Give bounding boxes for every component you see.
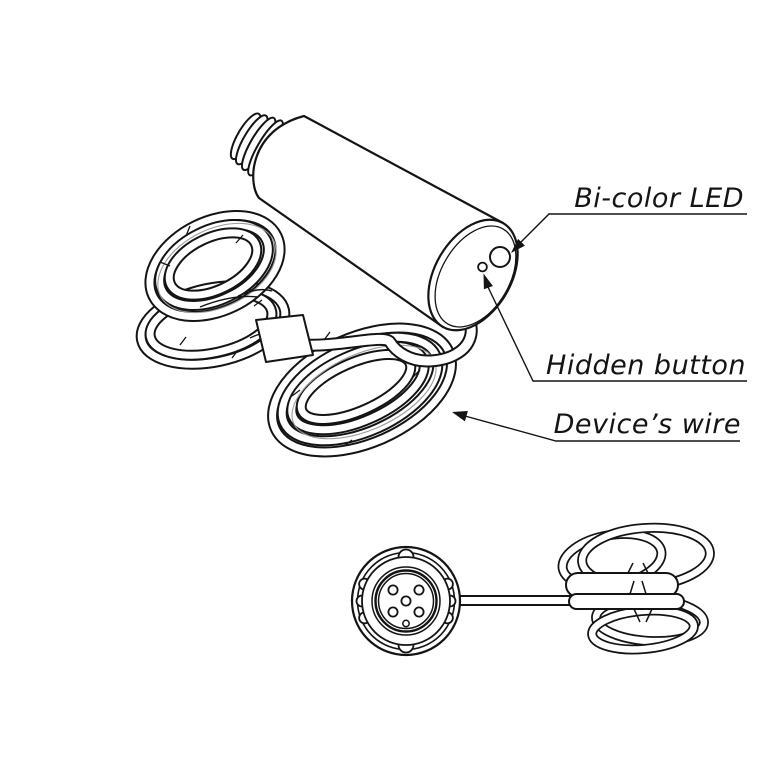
wire-stem (456, 595, 590, 606)
hidden-button (477, 261, 488, 273)
label-device-wire: Device’s wire (554, 409, 741, 440)
callout-bicolor-led: Bi-color LED (511, 183, 747, 253)
leader-line-wire (464, 415, 740, 442)
arrowhead-button (483, 273, 493, 290)
wire-coil-left-top-lobe (144, 209, 286, 323)
callout-hidden-button: Hidden button (483, 273, 747, 382)
wire-tick-marks (159, 225, 421, 447)
label-hidden-button: Hidden button (546, 350, 746, 381)
arrowhead-led (511, 238, 525, 253)
end-cap-inner-rim (434, 225, 517, 328)
callout-device-wire: Device’s wire (452, 409, 741, 442)
bottom-view (350, 522, 715, 657)
leader-line-button (487, 286, 747, 382)
cable-tie (255, 314, 314, 363)
label-bicolor-led: Bi-color LED (574, 183, 744, 214)
leader-line-led (518, 213, 747, 245)
main-view (135, 112, 519, 458)
arrowhead-wire (452, 411, 468, 422)
coil-strand-transitions (627, 562, 653, 623)
callouts: Bi-color LED Hidden button Device’s wire (452, 183, 747, 442)
connector-pins (387, 584, 425, 618)
coil-end-view (557, 522, 715, 655)
connector-face (350, 545, 462, 657)
connector-key-notch (402, 619, 410, 628)
coil-bundle-lower (568, 593, 685, 610)
bicolor-led (489, 246, 511, 268)
